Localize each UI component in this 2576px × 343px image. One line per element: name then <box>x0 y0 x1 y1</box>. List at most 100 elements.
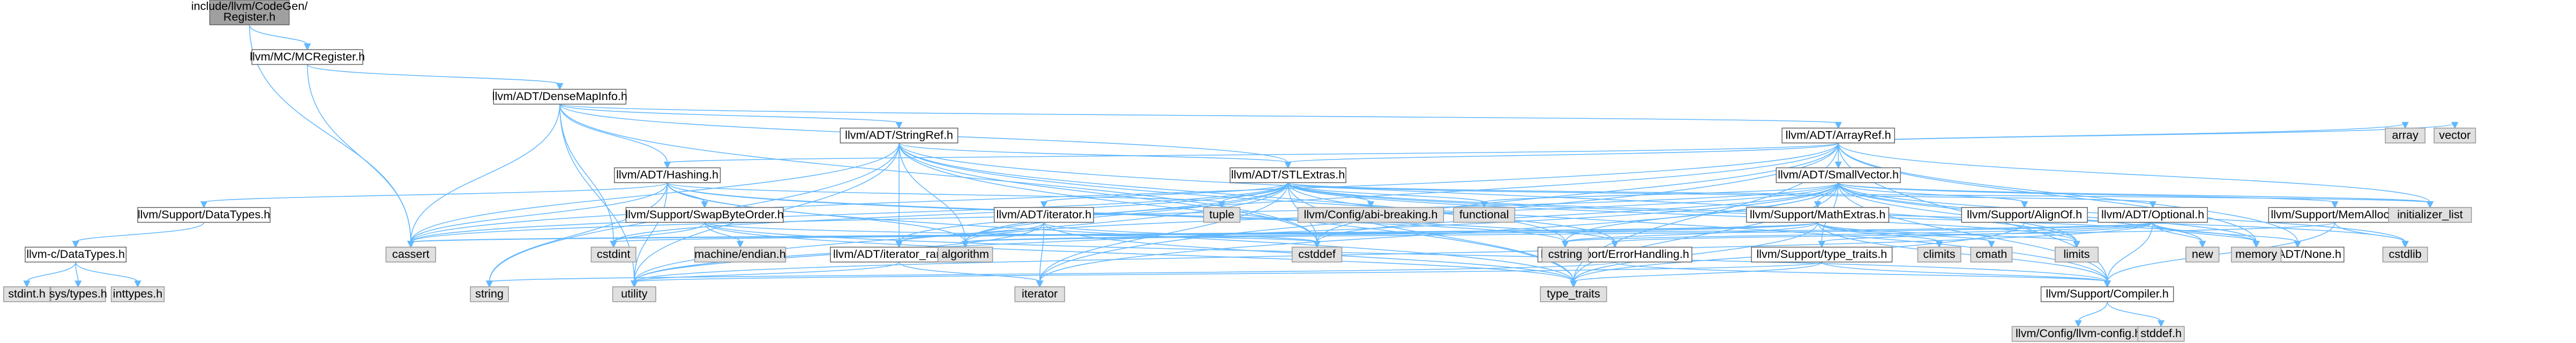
node-box <box>1751 247 1893 263</box>
node-label: llvm/Support/AlignOf.h <box>1967 208 2082 221</box>
node-arrayref[interactable]: llvm/ADT/ArrayRef.h <box>1781 127 1895 143</box>
node-optional[interactable]: llvm/ADT/Optional.h <box>2098 207 2208 223</box>
edge-smallvector-to-functional <box>1480 182 1839 209</box>
edge-iterator_range-to-iterator_std <box>898 262 1044 288</box>
edge-arrowhead <box>2075 320 2082 327</box>
edge-line <box>1838 143 2257 242</box>
edge-line <box>306 64 411 242</box>
node-label: cstring <box>1548 247 1583 261</box>
edge-line <box>1287 182 1485 203</box>
node-densemapinfo[interactable]: llvm/ADT/DenseMapInfo.h <box>492 89 627 105</box>
edge-line <box>898 222 1045 243</box>
node-alignof[interactable]: llvm/Support/AlignOf.h <box>1961 207 2088 223</box>
edge-line <box>964 222 1818 243</box>
edge-line <box>410 182 668 242</box>
node-abibreaking: llvm/Config/abi-breaking.h <box>1297 207 1444 223</box>
node-label: llvm/ADT/STLExtras.h <box>1231 168 1345 181</box>
node-typetraits[interactable]: llvm/Support/type_traits.h <box>1751 247 1893 263</box>
node-label: llvm/ADT/StringRef.h <box>845 128 953 141</box>
node-box <box>1203 207 1241 223</box>
node-stringref[interactable]: llvm/ADT/StringRef.h <box>840 127 958 143</box>
edge-arrowhead <box>1040 201 1048 209</box>
node-datatypes[interactable]: llvm/Support/DataTypes.h <box>137 207 271 223</box>
edge-line <box>1838 182 2431 203</box>
edge-line <box>1564 222 1818 243</box>
edge-line <box>1039 182 1839 282</box>
edge-line <box>2152 222 2298 243</box>
edge-arrowhead <box>72 241 79 248</box>
edge-line <box>1043 182 1289 203</box>
edge-line <box>489 182 668 282</box>
node-mathextras[interactable]: llvm/Support/MathExtras.h <box>1746 207 1890 223</box>
edge-arrowhead <box>1988 241 1995 248</box>
node-label: llvm/Support/MathExtras.h <box>1750 208 1885 221</box>
node-label: llvm/Support/MemAlloc.h <box>2271 208 2399 221</box>
node-label: llvm/ADT/iterator.h <box>996 208 1091 221</box>
edge-arrowhead <box>304 43 311 51</box>
edge-typetraits-to-compiler <box>1821 261 2111 288</box>
node-inttypes: inttypes.h <box>110 286 165 302</box>
edge-arrowhead <box>2073 241 2080 248</box>
node-box <box>993 207 1094 223</box>
node-iterator[interactable]: llvm/ADT/iterator.h <box>993 207 1094 223</box>
node-box <box>385 247 436 263</box>
node-swapbyteorder[interactable]: llvm/Support/SwapByteOrder.h <box>625 207 784 223</box>
edge-stlextras-to-iterator <box>1040 182 1289 209</box>
edge-line <box>634 261 1823 283</box>
node-box <box>1297 207 1444 223</box>
node-label: tuple <box>1209 208 1234 221</box>
edge-mcregister-to-densemapinfo <box>306 64 564 90</box>
node-box <box>1961 207 2088 223</box>
node-box <box>1781 127 1895 143</box>
edge-arrowhead <box>736 241 744 248</box>
node-box <box>209 0 290 26</box>
edge-line <box>1821 261 2108 283</box>
edge-densemapinfo-to-hashing <box>559 104 671 169</box>
edge-swapbyteorder-to-machine_endian <box>704 222 744 248</box>
edge-arrowhead <box>1036 280 1044 288</box>
edge-arrowhead <box>1480 201 1488 209</box>
node-stddef: stddef.h <box>2137 326 2185 342</box>
edge-line <box>2078 301 2108 322</box>
node-mcregister[interactable]: llvm/MC/MCRegister.h <box>250 49 365 65</box>
edge-line <box>2107 222 2335 282</box>
node-box <box>1917 247 1961 263</box>
edge-line <box>75 262 138 283</box>
node-compiler[interactable]: llvm/Support/Compiler.h <box>2040 286 2174 302</box>
edge-compiler-to-stddef <box>2107 301 2165 327</box>
edge-arrowhead <box>631 280 638 288</box>
node-cstdint: cstdint <box>590 247 636 263</box>
node-label: sys/types.h <box>49 287 107 300</box>
edges-layer <box>23 25 2459 327</box>
node-label: llvm/ADT/DenseMapInfo.h <box>492 89 627 103</box>
edge-line <box>559 104 614 242</box>
node-label: llvm/ADT/Hashing.h <box>616 168 718 181</box>
edge-line <box>489 261 1615 283</box>
node-label: llvm/MC/MCRegister.h <box>250 50 365 63</box>
edge-arrowhead <box>1313 241 1321 248</box>
edge-line <box>203 182 668 203</box>
edge-line <box>2152 222 2203 242</box>
node-hashing[interactable]: llvm/ADT/Hashing.h <box>613 167 721 184</box>
edge-line <box>2107 222 2153 282</box>
node-smallvector[interactable]: llvm/ADT/SmallVector.h <box>1776 167 1901 184</box>
edge-arrowhead <box>1561 241 1569 248</box>
node-llvmc_datatypes[interactable]: llvm-c/DataTypes.h <box>25 247 127 263</box>
edge-line <box>1316 143 1839 242</box>
node-stlextras[interactable]: llvm/ADT/STLExtras.h <box>1230 167 1346 184</box>
edge-llvmc_datatypes-to-stdint <box>23 262 76 288</box>
node-box <box>110 286 165 302</box>
edge-optional-to-memory <box>2152 222 2260 248</box>
edge-line <box>634 261 900 283</box>
edge-arrowhead <box>2401 121 2409 129</box>
node-root[interactable]: include/llvm/CodeGen/Register.h <box>191 0 308 26</box>
node-label: limits <box>2063 247 2090 261</box>
node-box <box>694 247 787 263</box>
edge-line <box>410 182 1839 243</box>
node-label: stdint.h <box>8 287 46 300</box>
node-label: initializer_list <box>2397 208 2463 221</box>
edge-arrowhead <box>2199 241 2206 248</box>
edge-line <box>634 182 668 282</box>
node-memalloc[interactable]: llvm/Support/MemAlloc.h <box>2268 207 2402 223</box>
edge-arrowhead <box>2294 241 2302 248</box>
